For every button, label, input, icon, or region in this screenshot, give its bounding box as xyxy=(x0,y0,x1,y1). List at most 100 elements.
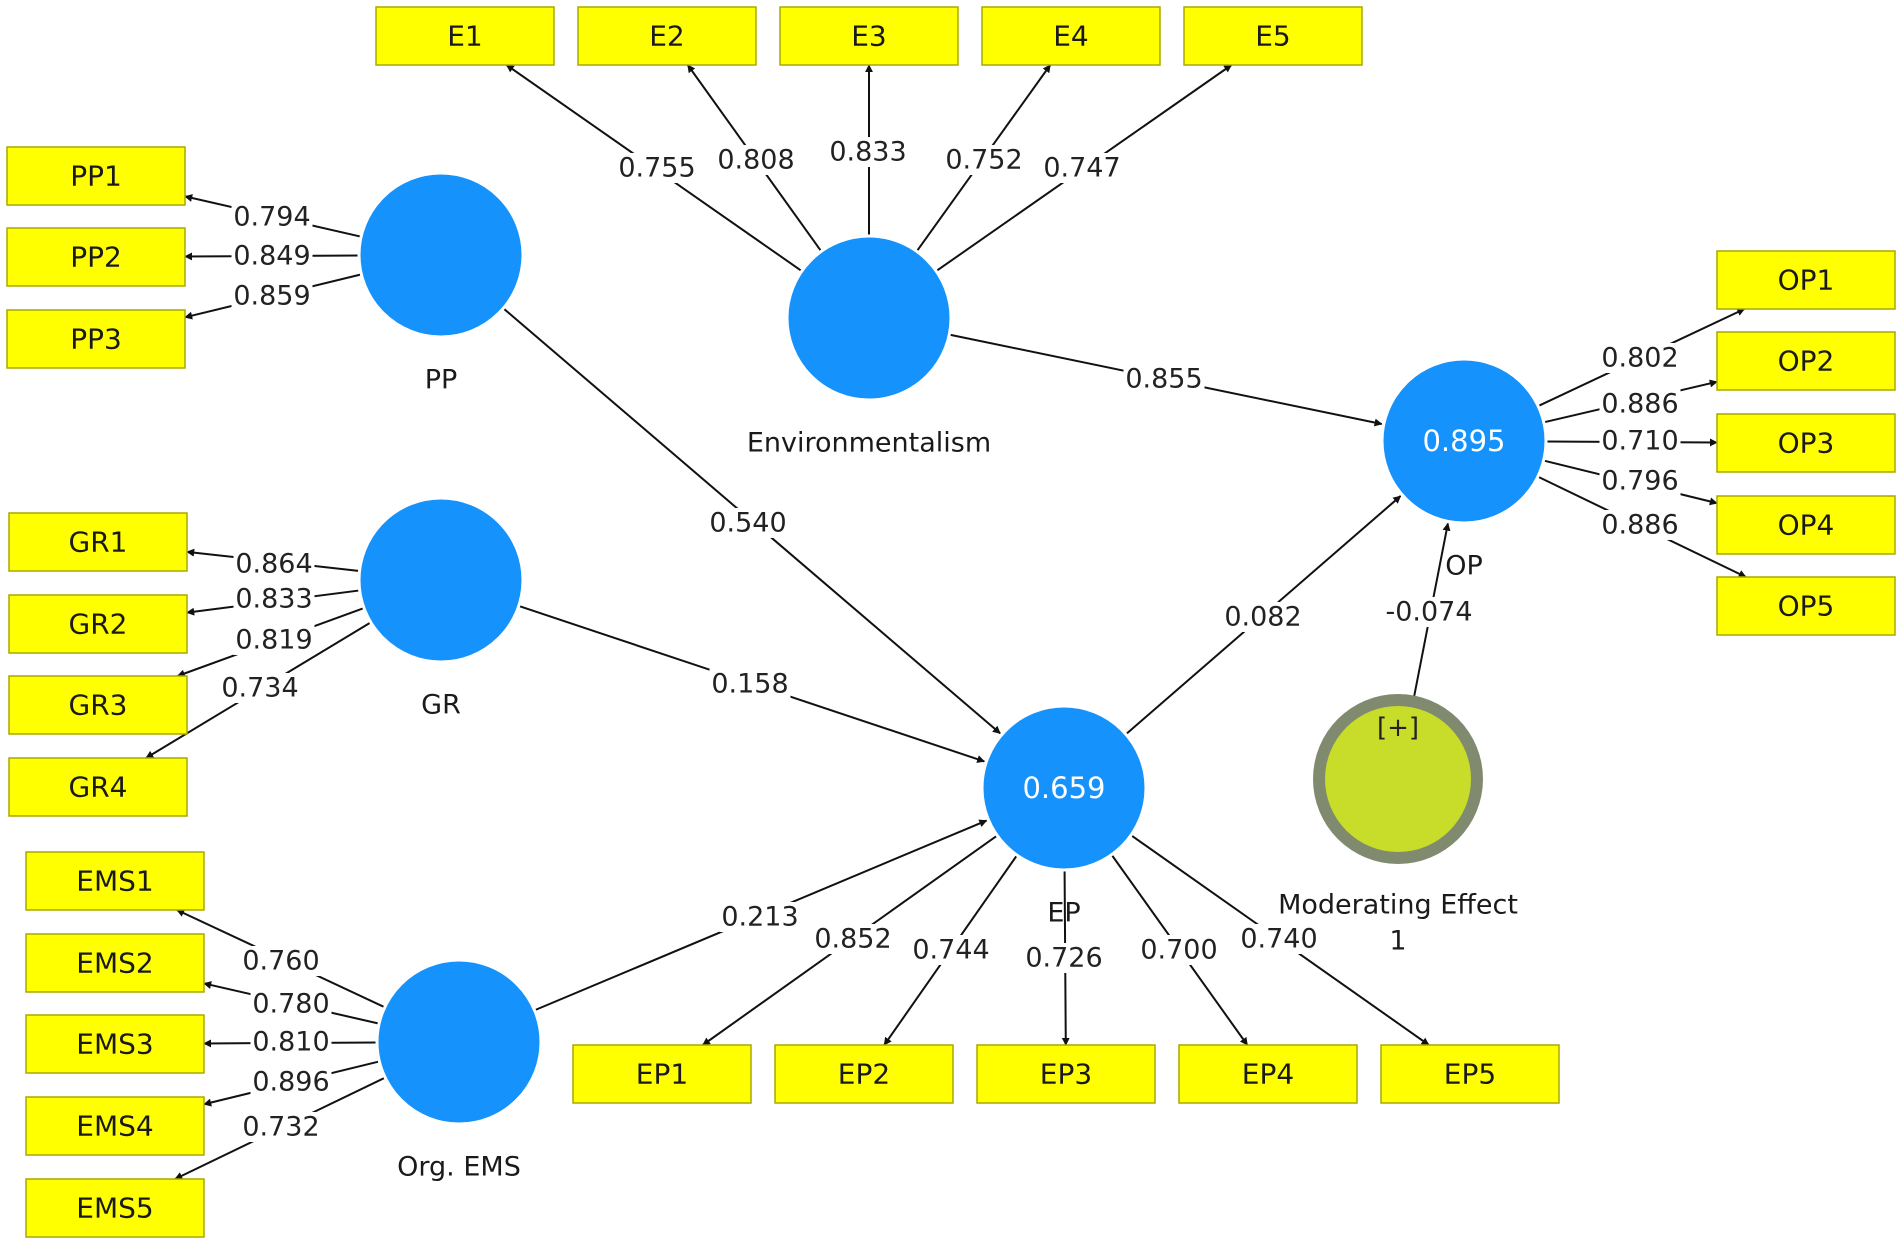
loading-value-op3-bg xyxy=(1599,426,1681,456)
indicator-box xyxy=(25,1096,205,1156)
construct-label: EP xyxy=(1047,898,1080,929)
indicator-label: EMS2 xyxy=(76,947,153,980)
path-coefficient-mod-to-op-bg xyxy=(1381,597,1477,627)
indicator-op3[interactable]: OP3 xyxy=(1716,413,1896,473)
indicator-op5[interactable]: OP5 xyxy=(1716,576,1896,636)
indicator-e1[interactable]: E1 xyxy=(375,6,555,66)
path-coefficient-mod-to-op: -0.074 xyxy=(1385,597,1472,628)
indicator-ems4[interactable]: EMS4 xyxy=(25,1096,205,1156)
loading-value-ems2: 0.780 xyxy=(252,989,329,1020)
construct-pp[interactable]: PP xyxy=(357,171,525,396)
indicator-ep2[interactable]: EP2 xyxy=(774,1044,954,1104)
indicator-pp1[interactable]: PP1 xyxy=(6,146,186,206)
indicator-pp3[interactable]: PP3 xyxy=(6,309,186,369)
loading-value-pp1-bg xyxy=(231,202,313,232)
loading-value-ep4: 0.700 xyxy=(1140,935,1217,966)
indicator-e3[interactable]: E3 xyxy=(779,6,959,66)
indicator-box xyxy=(6,227,186,287)
loading-value-gr2-bg xyxy=(233,584,315,614)
indicator-e5[interactable]: E5 xyxy=(1183,6,1363,66)
construct-circle xyxy=(357,171,525,339)
indicator-box xyxy=(6,146,186,206)
indicator-box xyxy=(976,1044,1156,1104)
indicator-ep5[interactable]: EP5 xyxy=(1380,1044,1560,1104)
loading-value-ep1: 0.852 xyxy=(814,924,891,955)
indicator-box xyxy=(1716,576,1896,636)
construct-org-ems[interactable]: Org. EMS xyxy=(375,958,543,1183)
indicator-ems1[interactable]: EMS1 xyxy=(25,851,205,911)
construct-gr[interactable]: GR xyxy=(357,496,525,721)
path-coefficient-ep-to-op-bg xyxy=(1222,602,1304,632)
construct-label: Environmentalism xyxy=(747,428,991,459)
indicator-op1[interactable]: OP1 xyxy=(1716,250,1896,310)
indicator-label: E3 xyxy=(851,20,887,53)
loading-value-op1: 0.802 xyxy=(1601,343,1678,374)
indicator-label: E4 xyxy=(1053,20,1089,53)
loading-value-pp3-bg xyxy=(231,281,313,311)
path-coefficient-env-to-op-bg xyxy=(1123,364,1205,394)
loading-value-op1-bg xyxy=(1599,343,1681,373)
indicator-ep1[interactable]: EP1 xyxy=(572,1044,752,1104)
indicator-op2[interactable]: OP2 xyxy=(1716,331,1896,391)
loading-value-ems5: 0.732 xyxy=(242,1112,319,1143)
loading-value-ep4-bg xyxy=(1138,935,1220,965)
indicator-ems2[interactable]: EMS2 xyxy=(25,933,205,993)
indicator-label: GR2 xyxy=(69,608,128,641)
loading-value-e4: 0.752 xyxy=(945,145,1022,176)
path-coefficient-oems-to-ep: 0.213 xyxy=(721,902,798,933)
indicator-box xyxy=(1380,1044,1560,1104)
loading-value-pp1: 0.794 xyxy=(233,202,310,233)
loading-value-e3-bg xyxy=(827,137,909,167)
indicator-gr1[interactable]: GR1 xyxy=(8,512,188,572)
loading-value-ems2-bg xyxy=(250,989,332,1019)
construct-circle xyxy=(357,496,525,664)
loading-value-ep2-bg xyxy=(910,935,992,965)
loading-value-ep5-bg xyxy=(1238,924,1320,954)
indicator-label: E2 xyxy=(649,20,685,53)
loading-value-ep1-bg xyxy=(812,924,894,954)
indicator-label: OP1 xyxy=(1778,264,1835,297)
indicator-box xyxy=(1716,495,1896,555)
expand-toggle-icon[interactable]: [+] xyxy=(1377,713,1419,743)
indicator-label: OP5 xyxy=(1778,590,1835,623)
indicator-box xyxy=(25,1014,205,1074)
indicator-label: EMS3 xyxy=(76,1028,153,1061)
indicator-ems5[interactable]: EMS5 xyxy=(25,1178,205,1238)
indicator-gr2[interactable]: GR2 xyxy=(8,594,188,654)
loading-value-e3: 0.833 xyxy=(829,137,906,168)
loading-value-pp2-bg xyxy=(231,241,313,271)
indicator-op4[interactable]: OP4 xyxy=(1716,495,1896,555)
loading-value-gr4: 0.734 xyxy=(221,673,298,704)
indicator-label: E1 xyxy=(447,20,483,53)
indicator-box xyxy=(8,757,188,817)
loading-value-pp2: 0.849 xyxy=(233,241,310,272)
indicator-ep4[interactable]: EP4 xyxy=(1178,1044,1358,1104)
construct-environmentalism[interactable]: Environmentalism xyxy=(747,234,991,459)
indicator-label: EP4 xyxy=(1242,1058,1294,1091)
loading-value-e4-bg xyxy=(943,145,1025,175)
loading-value-gr1-bg xyxy=(233,549,315,579)
indicator-label: EP2 xyxy=(838,1058,890,1091)
indicator-e4[interactable]: E4 xyxy=(981,6,1161,66)
indicator-gr3[interactable]: GR3 xyxy=(8,675,188,735)
indicator-box xyxy=(6,309,186,369)
loading-value-gr3-bg xyxy=(233,625,315,655)
indicator-box xyxy=(774,1044,954,1104)
indicator-ep3[interactable]: EP3 xyxy=(976,1044,1156,1104)
loading-value-ep3-bg xyxy=(1023,943,1105,973)
construct-label: OP xyxy=(1445,551,1483,582)
indicator-box xyxy=(981,6,1161,66)
path-coefficient-env-to-op: 0.855 xyxy=(1125,364,1202,395)
indicator-ems3[interactable]: EMS3 xyxy=(25,1014,205,1074)
loading-value-op3: 0.710 xyxy=(1601,426,1678,457)
indicator-pp2[interactable]: PP2 xyxy=(6,227,186,287)
loading-value-ems4: 0.896 xyxy=(252,1067,329,1098)
indicator-e2[interactable]: E2 xyxy=(577,6,757,66)
indicator-gr4[interactable]: GR4 xyxy=(8,757,188,817)
moderator-circle xyxy=(1325,706,1471,852)
